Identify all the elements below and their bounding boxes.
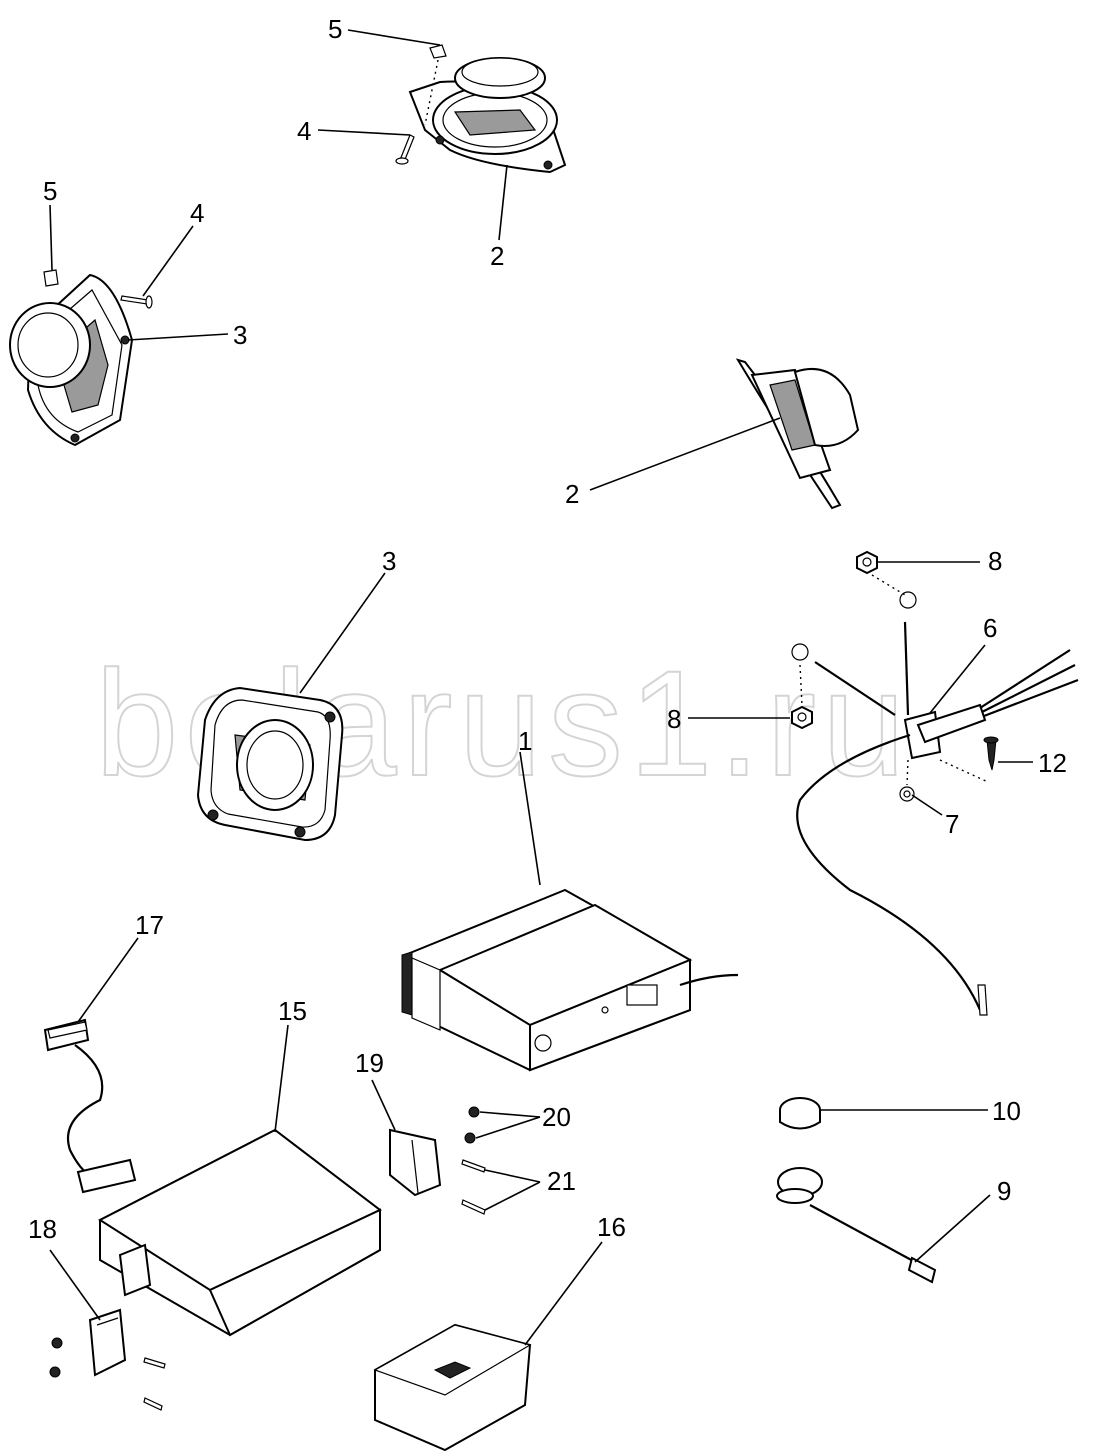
part-7-washer [899, 786, 915, 802]
part-9-cable-grommet [776, 1167, 937, 1284]
part-3-speaker-center [196, 686, 344, 842]
part-5-clip-top [429, 44, 447, 59]
part-17-connector-harness [43, 1018, 137, 1194]
callout-12: 12 [1038, 748, 1067, 778]
callout-16: 16 [597, 1212, 626, 1242]
callout-3-left: 3 [233, 320, 247, 350]
callout-8-top: 8 [988, 546, 1002, 576]
part-10-grommet [779, 1097, 821, 1130]
part-2-speaker-top [408, 57, 567, 174]
callout-15: 15 [278, 996, 307, 1026]
callout-5-left: 5 [43, 176, 57, 206]
part-8-nut-left [791, 705, 813, 730]
callout-1: 1 [518, 726, 532, 756]
callout-20: 20 [542, 1102, 571, 1132]
callout-2-right: 2 [565, 479, 579, 509]
part-4-screw-left [120, 295, 153, 309]
callout-21: 21 [547, 1166, 576, 1196]
callout-8-left: 8 [667, 704, 681, 734]
part-1-radio-unit [401, 888, 739, 1072]
part-4-screw-top [395, 134, 415, 165]
callout-2-top: 2 [490, 241, 504, 271]
callout-4-top: 4 [297, 116, 311, 146]
part-2-speaker-right [735, 358, 860, 510]
part-20-screws [464, 1106, 480, 1144]
callout-17: 17 [135, 910, 164, 940]
part-12-screw [983, 736, 999, 771]
part-6-antenna-base [791, 591, 1079, 1016]
callout-18: 18 [28, 1214, 57, 1244]
callout-4-left: 4 [190, 198, 204, 228]
callout-6: 6 [983, 613, 997, 643]
part-16-cover-plate [373, 1323, 532, 1452]
callout-19: 19 [355, 1048, 384, 1078]
part-15-amplifier-box [97, 1128, 382, 1337]
callout-7: 7 [945, 809, 959, 839]
part-3-speaker-left [9, 273, 134, 447]
callout-9: 9 [997, 1176, 1011, 1206]
part-8-nut-top [856, 550, 878, 575]
callouts: 1 2 2 3 3 4 4 5 5 6 7 8 8 9 10 12 15 16 … [28, 14, 1067, 1244]
part-5-clip-left [43, 269, 59, 287]
part-21-screws [461, 1159, 486, 1215]
part-18-bracket [88, 1308, 127, 1377]
callout-10: 10 [992, 1096, 1021, 1126]
callout-3-center: 3 [382, 546, 396, 576]
leader-lines [49, 29, 1033, 1346]
part-18-screws [49, 1337, 166, 1411]
callout-5-top: 5 [328, 14, 342, 44]
part-19-bracket [389, 1128, 442, 1197]
